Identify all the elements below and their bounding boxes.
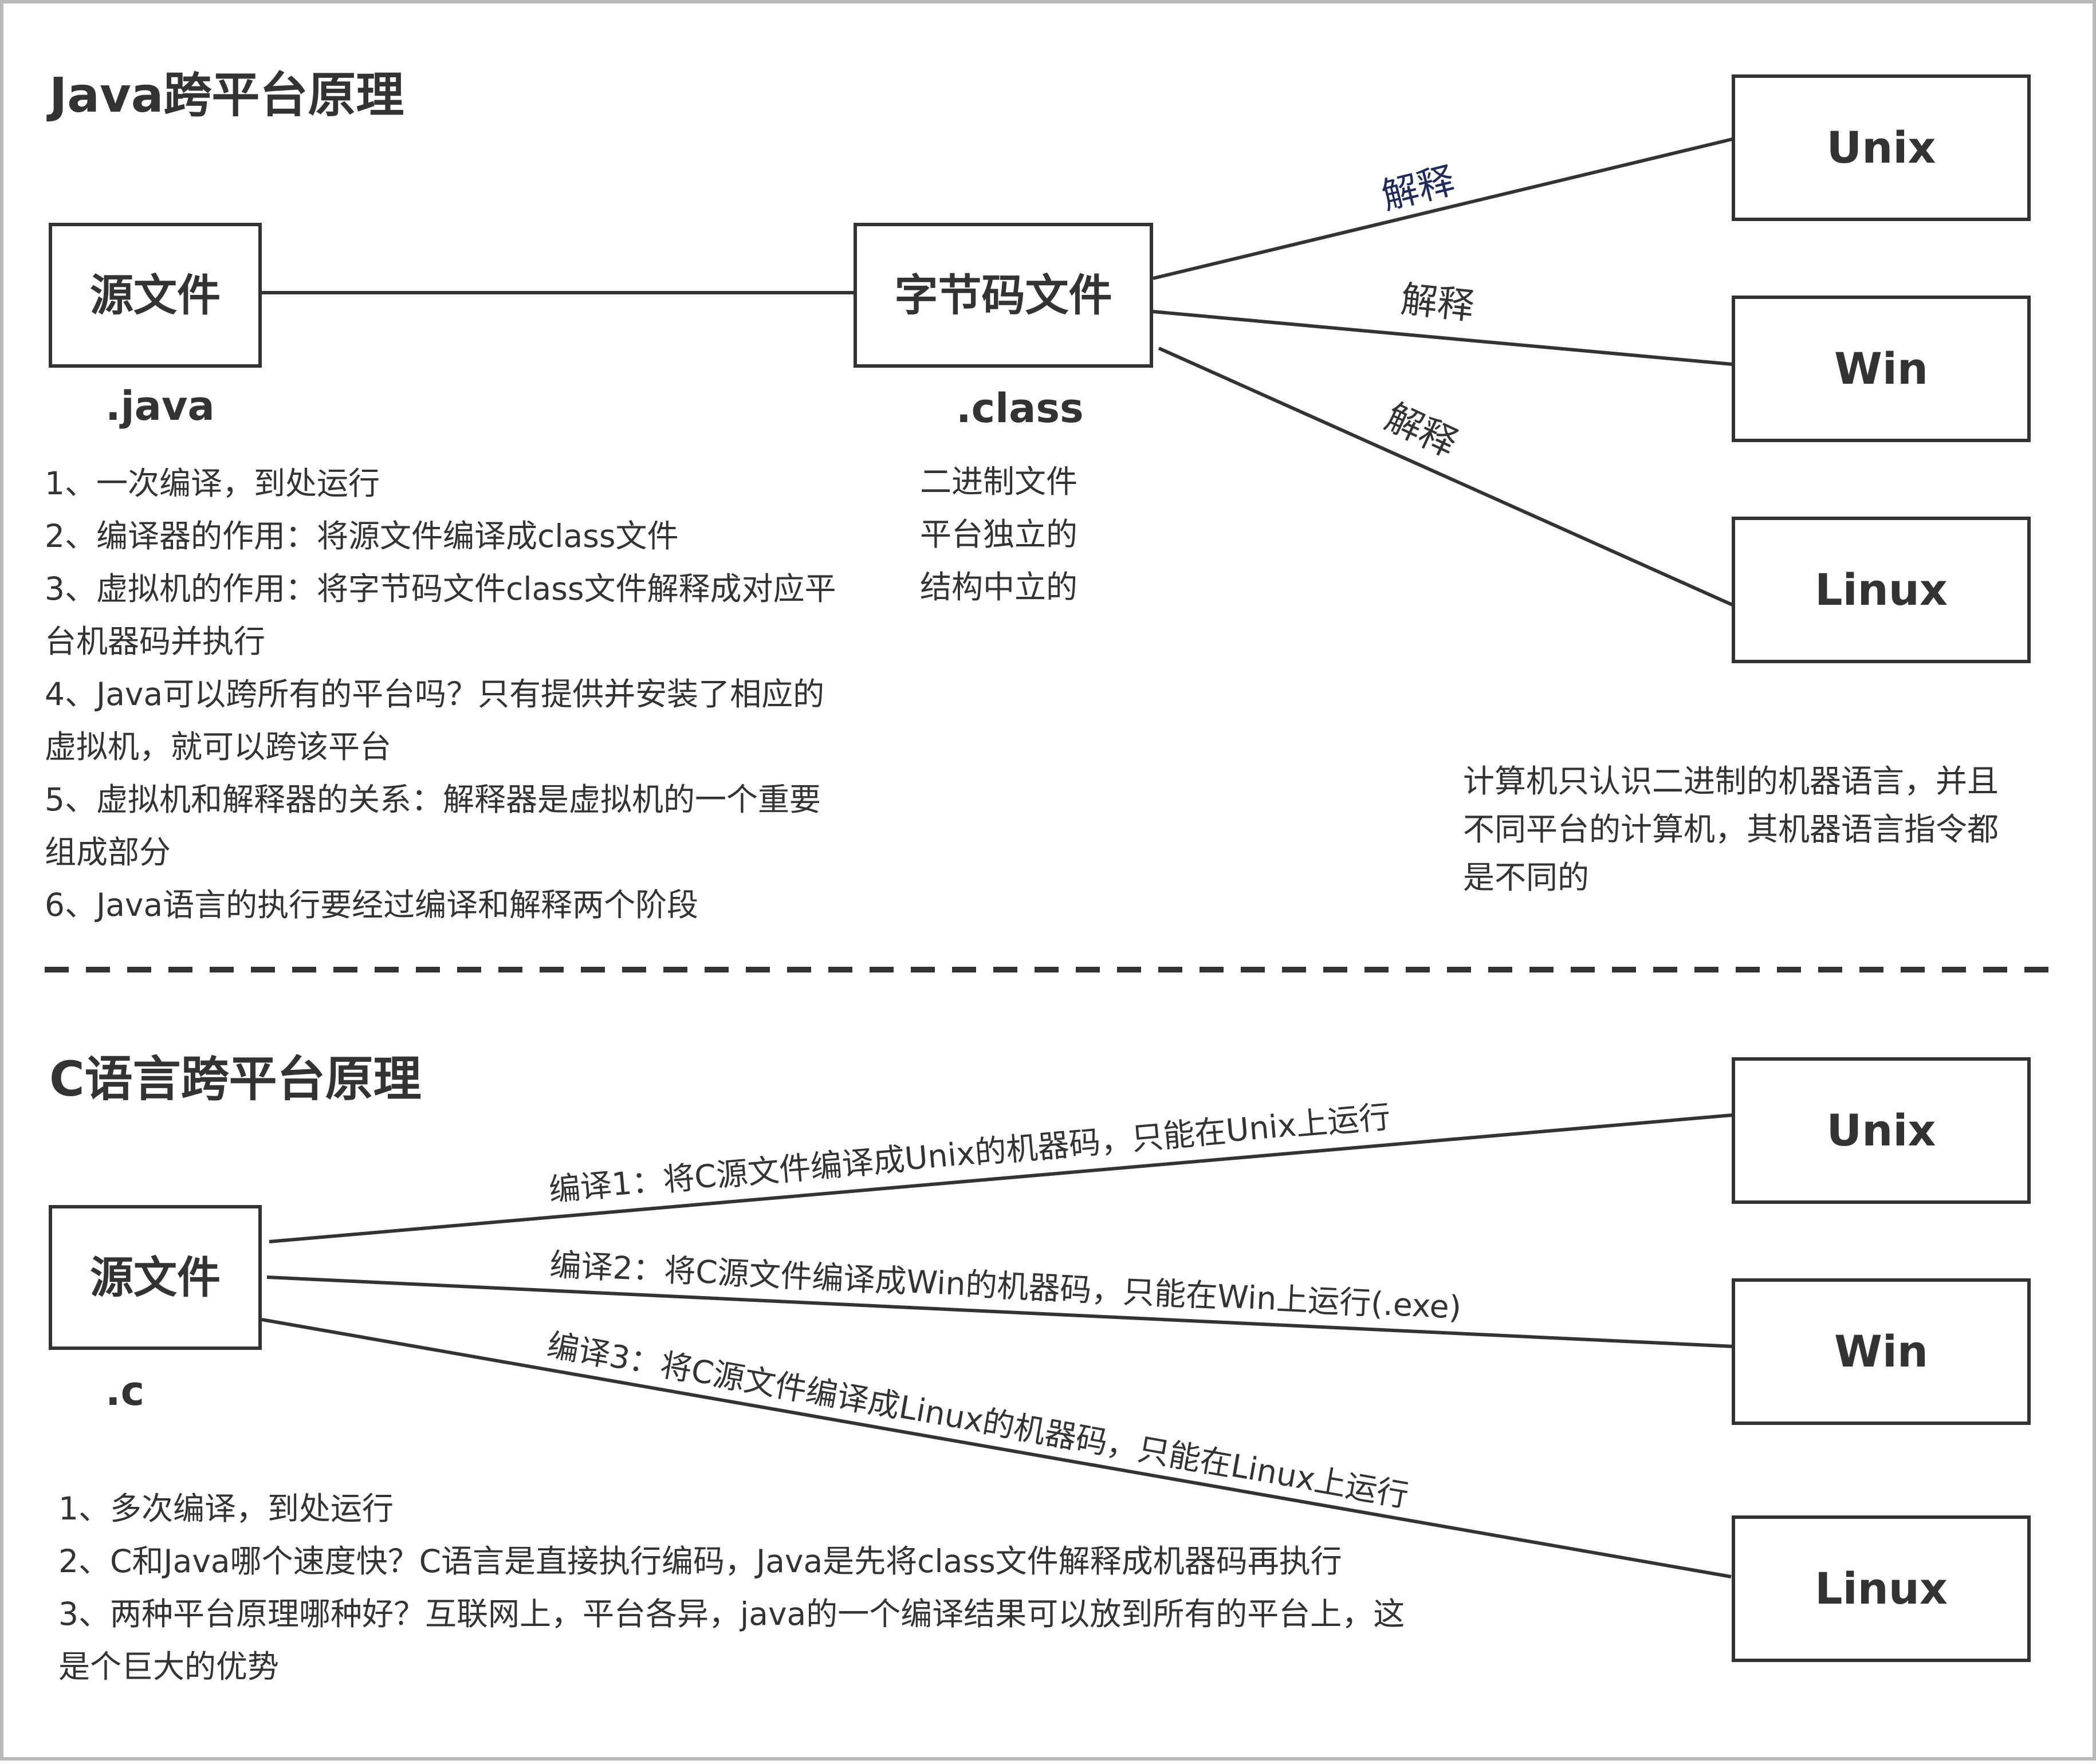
bytecode-note-line: 二进制文件 (920, 463, 1078, 500)
java-note-line: 台机器码并执行 (45, 623, 266, 660)
java-note-line: 2、编译器的作用：将源文件编译成class文件 (45, 518, 679, 554)
java-target-win-label: Win (1834, 343, 1928, 394)
bytecode-note-line: 结构中立的 (920, 569, 1078, 605)
java-bytecode-to-linux-line (1158, 346, 1733, 607)
java-target-linux-label: Linux (1815, 564, 1948, 615)
c-source-to-linux-line (261, 1318, 1732, 1578)
c-note-line: 3、两种平台原理哪种好？互联网上，平台各异，java的一个编译结果可以放到所有的… (58, 1596, 1405, 1632)
java-bytecode-to-unix-line (1153, 137, 1733, 280)
java-source-file-label: 源文件 (90, 269, 221, 321)
java-source-file-box: 源文件 (49, 223, 262, 368)
c-target-linux-label: Linux (1815, 1563, 1948, 1614)
c-extension-label: .c (105, 1368, 145, 1415)
java-extension-label: .java (105, 383, 215, 430)
java-note-line: 虚拟机，就可以跨该平台 (45, 729, 392, 765)
c-source-to-win-line (266, 1275, 1735, 1348)
java-note-line: 5、虚拟机和解释器的关系：解释器是虚拟机的一个重要 (45, 781, 821, 818)
java-note-line: 6、Java语言的执行要经过编译和解释两个阶段 (45, 887, 699, 923)
c-target-unix-label: Unix (1826, 1105, 1936, 1156)
java-principle-notes: 1、一次编译，到处运行 2、编译器的作用：将源文件编译成class文件 3、虚拟… (45, 457, 836, 931)
bytecode-note-line: 平台独立的 (920, 516, 1078, 553)
java-target-win-box: Win (1732, 296, 2031, 442)
c-note-line: 2、C和Java哪个速度快？C语言是直接执行编码，Java是先将class文件解… (58, 1543, 1342, 1580)
java-target-linux-box: Linux (1732, 517, 2031, 663)
c-principle-notes: 1、多次编译，到处运行 2、C和Java哪个速度快？C语言是直接执行编码，Jav… (58, 1482, 1405, 1693)
machine-language-note-line: 计算机只认识二进制的机器语言，并且 (1463, 763, 1999, 800)
machine-language-note: 计算机只认识二进制的机器语言，并且 不同平台的计算机，其机器语言指令都 是不同的 (1463, 757, 1999, 901)
c-target-win-box: Win (1732, 1278, 2031, 1425)
bytecode-file-label: 字节码文件 (894, 269, 1112, 321)
java-note-line: 1、一次编译，到处运行 (45, 465, 380, 502)
c-section-title: C语言跨平台原理 (49, 1051, 422, 1107)
c-target-win-label: Win (1834, 1326, 1928, 1377)
c-note-line: 是个巨大的优势 (58, 1648, 280, 1685)
machine-language-note-line: 是不同的 (1463, 859, 1590, 896)
machine-language-note-line: 不同平台的计算机，其机器语言指令都 (1463, 811, 1999, 848)
java-note-line: 4、Java可以跨所有的平台吗？只有提供并安装了相应的 (45, 676, 825, 712)
bytecode-file-box: 字节码文件 (854, 223, 1153, 368)
c-target-unix-box: Unix (1732, 1057, 2031, 1204)
java-note-line: 3、虚拟机的作用：将字节码文件class文件解释成对应平 (45, 570, 836, 607)
c-source-file-label: 源文件 (90, 1251, 221, 1303)
java-section-title: Java跨平台原理 (49, 67, 404, 123)
bytecode-notes: 二进制文件 平台独立的 结构中立的 (920, 455, 1078, 613)
java-bytecode-to-win-line (1153, 310, 1733, 366)
java-target-unix-label: Unix (1826, 122, 1936, 173)
java-note-line: 组成部分 (45, 834, 171, 871)
c-source-to-unix-line (269, 1113, 1733, 1243)
c-source-file-box: 源文件 (49, 1205, 262, 1350)
connector-layer (45, 137, 2064, 1578)
class-extension-label: .class (956, 385, 1084, 432)
c-note-line: 1、多次编译，到处运行 (58, 1490, 394, 1527)
c-target-linux-box: Linux (1732, 1515, 2031, 1662)
interpret-label-win: 解释 (1398, 278, 1476, 329)
java-target-unix-box: Unix (1732, 74, 2031, 221)
